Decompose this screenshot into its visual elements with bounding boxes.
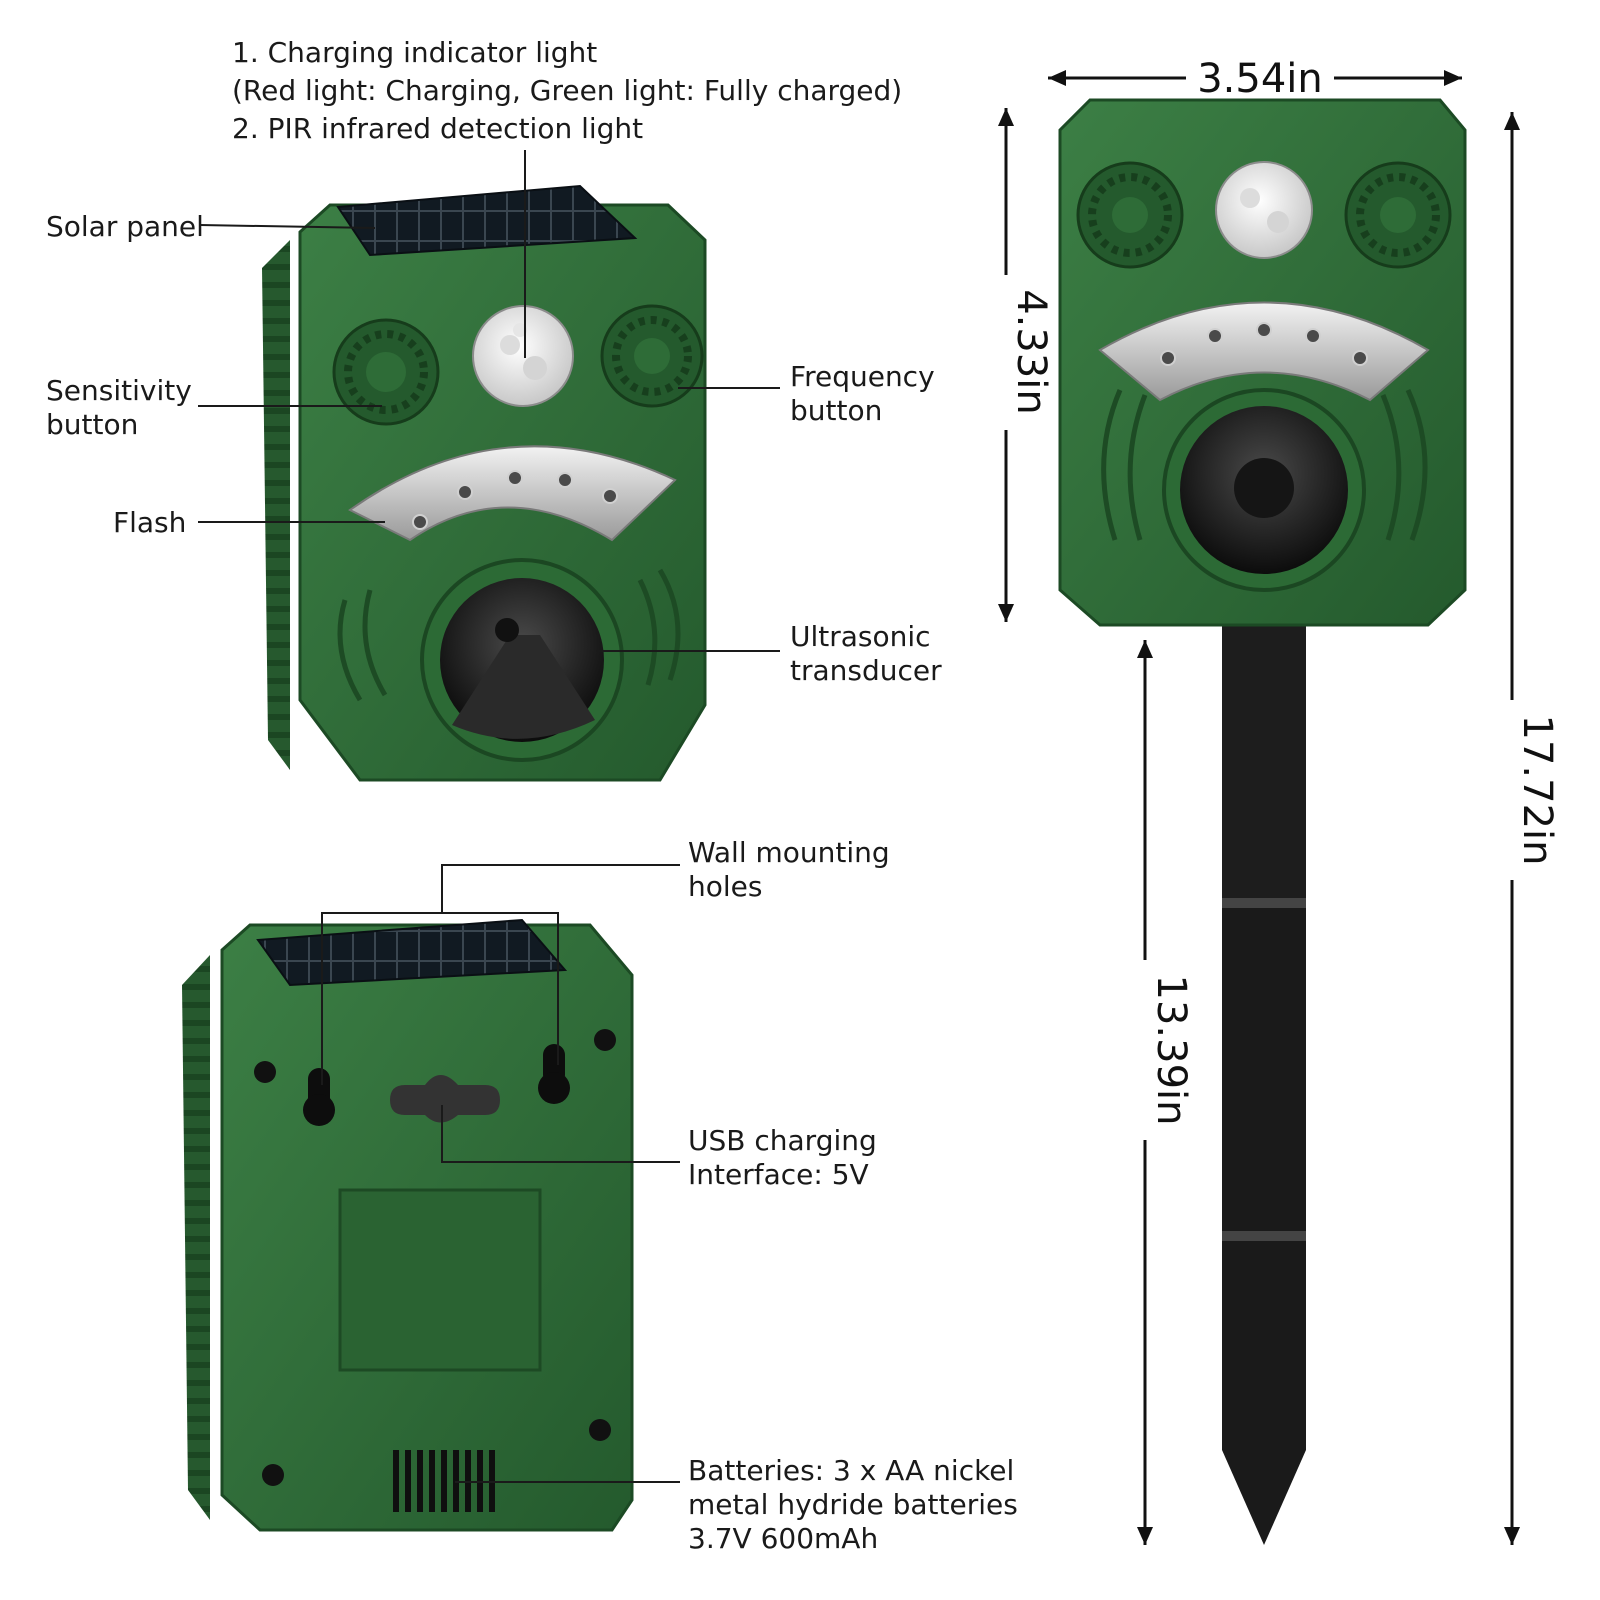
wall-label-line2: holes xyxy=(688,870,762,903)
stake-length-dimension-label: 13.39in xyxy=(1148,975,1194,1126)
flash-label: Flash xyxy=(113,506,186,539)
solar-panel-front xyxy=(336,184,638,257)
ultrasonic-label-line1: Ultrasonic xyxy=(790,620,931,653)
dimension-device xyxy=(1058,98,1467,1545)
battery-label-line2: metal hydride batteries xyxy=(688,1488,1018,1521)
dimension-left-knob xyxy=(1076,161,1184,269)
solar-panel-back xyxy=(256,918,568,987)
frequency-label-line1: Frequency xyxy=(790,360,935,393)
sound-grooves xyxy=(337,568,681,702)
frequency-knob xyxy=(600,304,704,408)
dimension-right-knob xyxy=(1344,161,1452,269)
battery-label-line1: Batteries: 3 x AA nickel xyxy=(688,1454,1014,1487)
ground-stake xyxy=(1222,620,1306,1545)
wall-leader-top xyxy=(441,864,680,913)
flash-leds xyxy=(412,470,618,530)
charging-label-line1: 1. Charging indicator light xyxy=(232,36,597,69)
usb-leader xyxy=(441,1105,680,1163)
dimension-flash-leds xyxy=(1160,322,1368,366)
back-screws xyxy=(254,1029,616,1486)
back-side-ribs xyxy=(182,955,210,1520)
sensitivity-knob xyxy=(332,318,440,426)
charging-label-line2: (Red light: Charging, Green light: Fully… xyxy=(232,74,902,107)
wall-label-line1: Wall mounting xyxy=(688,836,890,869)
battery-cover xyxy=(338,1188,542,1372)
sensitivity-label-line2: button xyxy=(46,408,138,441)
usb-label-line1: USB charging xyxy=(688,1124,877,1157)
wall-mounting-holes xyxy=(303,1044,570,1126)
ultrasonic-label-line2: transducer xyxy=(790,654,942,687)
total-height-dimension-label: 17.72in xyxy=(1514,715,1560,866)
sensitivity-label-line1: Sensitivity xyxy=(46,374,192,407)
solar-panel-label: Solar panel xyxy=(46,210,204,243)
width-dimension-label: 3.54in xyxy=(1197,56,1323,102)
wall-leader-bracket xyxy=(321,912,559,1085)
dimension-pir-sensor xyxy=(1215,161,1313,259)
pir-sensor xyxy=(472,305,574,407)
front-device xyxy=(262,184,707,782)
dimension-transducer xyxy=(1162,388,1366,592)
back-device xyxy=(182,918,634,1532)
flash-led-bar xyxy=(348,445,677,542)
callout-lines xyxy=(198,150,780,1483)
side-ribs xyxy=(262,240,290,770)
dimension-flash-bar xyxy=(1098,301,1430,402)
dimension-grooves xyxy=(1101,388,1428,541)
dimension-arrows xyxy=(998,70,1520,1545)
head-height-dimension-label: 4.33in xyxy=(1008,289,1054,415)
frequency-label-line2: button xyxy=(790,394,882,427)
battery-label-line3: 3.7V 600mAh xyxy=(688,1522,878,1555)
usb-label-line2: Interface: 5V xyxy=(688,1158,869,1191)
usb-port-cover xyxy=(390,1075,500,1123)
solar-leader xyxy=(199,224,376,229)
ultrasonic-transducer xyxy=(420,558,624,762)
pir-label: 2. PIR infrared detection light xyxy=(232,112,643,145)
